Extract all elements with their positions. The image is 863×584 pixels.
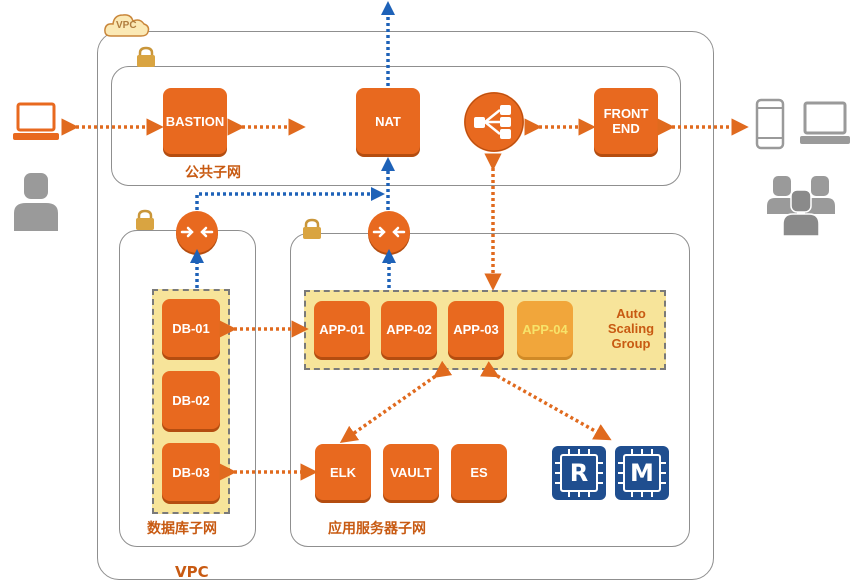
cloud-icon xyxy=(103,10,151,38)
asg-label-line2: Scaling xyxy=(607,321,655,336)
vault-node[interactable]: VAULT xyxy=(383,444,439,500)
lock-icon xyxy=(133,209,157,236)
chip-m-letter: M xyxy=(630,459,654,487)
db-node-1-label: DB-01 xyxy=(172,320,210,336)
bastion-node[interactable]: BASTION xyxy=(163,88,227,154)
nat-node[interactable]: NAT xyxy=(356,88,420,154)
app-node-1-label: APP-01 xyxy=(319,321,365,337)
mobile-phone-icon xyxy=(755,98,785,155)
db-node-2[interactable]: DB-02 xyxy=(162,371,220,429)
lock-icon xyxy=(300,218,324,245)
elk-node[interactable]: ELK xyxy=(315,444,371,500)
link-asg-chips xyxy=(480,361,612,441)
link-router1-nat xyxy=(195,187,385,210)
vpc-cloud-label: VPC xyxy=(116,20,137,31)
db-node-2-label: DB-02 xyxy=(172,392,210,408)
elk-label: ELK xyxy=(330,464,356,480)
app-subnet-label: 应用服务器子网 xyxy=(328,521,426,537)
rabbitmq-chip[interactable]: R xyxy=(552,446,606,500)
es-label: ES xyxy=(470,464,488,480)
asg-label-line3: Group xyxy=(611,336,651,351)
app-node-4-label: APP-04 xyxy=(522,321,568,337)
link-asg-elk xyxy=(339,360,453,444)
laptop-icon xyxy=(12,101,60,148)
app-node-4[interactable]: APP-04 xyxy=(517,301,573,357)
public-subnet-label: 公共子网 xyxy=(185,165,241,181)
frontend-label-line1: FRONT xyxy=(603,106,649,121)
vault-label: VAULT xyxy=(390,464,432,480)
laptop-icon xyxy=(799,100,851,151)
lock-icon xyxy=(134,46,158,73)
app-node-1[interactable]: APP-01 xyxy=(314,301,370,357)
db-node-3[interactable]: DB-03 xyxy=(162,443,220,501)
user-group-icon xyxy=(767,176,835,241)
app-node-2[interactable]: APP-02 xyxy=(381,301,437,357)
vpc-container xyxy=(97,31,714,580)
bastion-label: BASTION xyxy=(165,113,225,129)
db-node-3-label: DB-03 xyxy=(172,464,210,480)
nat-label: NAT xyxy=(375,113,401,129)
asg-label-line1: Auto xyxy=(616,306,646,321)
asg-label: Auto Scaling Group xyxy=(600,306,662,351)
frontend-node[interactable]: FRONT END xyxy=(594,88,658,154)
frontend-label-line2: END xyxy=(612,121,640,136)
db-node-1[interactable]: DB-01 xyxy=(162,299,220,357)
es-node[interactable]: ES xyxy=(451,444,507,500)
app-node-3-label: APP-03 xyxy=(453,321,499,337)
router-icon[interactable] xyxy=(368,211,410,253)
db-subnet-label: 数据库子网 xyxy=(147,521,217,537)
app-node-2-label: APP-02 xyxy=(386,321,432,337)
app-node-3[interactable]: APP-03 xyxy=(448,301,504,357)
user-icon xyxy=(14,173,58,236)
chip-r-letter: R xyxy=(569,459,589,487)
load-balancer-icon[interactable] xyxy=(462,90,526,154)
memcached-chip[interactable]: M xyxy=(615,446,669,500)
vpc-label: VPC xyxy=(175,563,209,581)
router-icon[interactable] xyxy=(176,211,218,253)
